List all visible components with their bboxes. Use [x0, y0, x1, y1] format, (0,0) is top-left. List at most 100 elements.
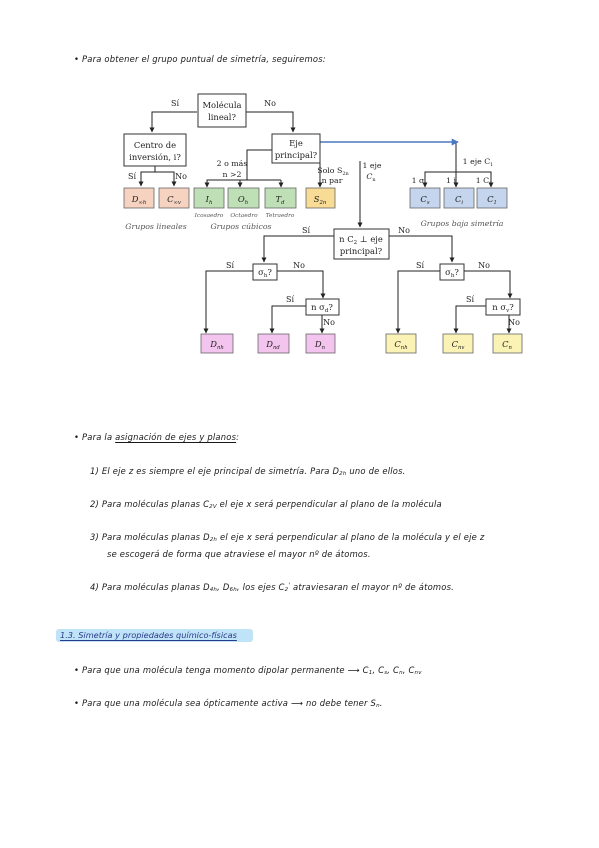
- r-cnv: C: [452, 339, 459, 349]
- r-dinfh: D: [131, 194, 139, 204]
- lbl-solo-sub: 2n: [342, 171, 349, 177]
- intro-line: • Para obtener el grupo puntual de simet…: [74, 54, 326, 64]
- lbl-si-nsd: Sí: [286, 295, 294, 304]
- r-s2n: S: [314, 194, 320, 204]
- q-sh-left: σ: [258, 267, 264, 277]
- axes-heading-tail: :: [236, 432, 240, 442]
- result-dn-box: [305, 333, 336, 354]
- svg-text:Cnh: Cnh: [394, 339, 407, 351]
- q-sh-right-sub: h: [451, 273, 455, 279]
- svg-text:Cnv: Cnv: [452, 339, 465, 351]
- result-oh-box: [227, 187, 260, 209]
- q-c2-sub: 2: [354, 240, 358, 246]
- svg-text:σh?: σh?: [445, 267, 459, 279]
- r-cinfv: C: [167, 194, 174, 204]
- r-s2n-sub: 2n: [318, 200, 326, 206]
- r-dnd: D: [265, 339, 273, 349]
- r-cnh: C: [394, 339, 401, 349]
- lbl-npar: n par: [322, 176, 343, 185]
- svg-text:C∞v: C∞v: [167, 194, 181, 206]
- section-highlight: [56, 629, 253, 642]
- lbl-1eje-sub: n: [372, 177, 376, 183]
- lbl-1eje: 1 eje: [362, 161, 381, 170]
- result-dnd-box: [257, 333, 290, 354]
- r-cn-sub: n: [509, 345, 513, 351]
- result-ih-box: [193, 187, 225, 209]
- r-td-sub: d: [281, 200, 285, 206]
- r-td: T: [276, 194, 283, 204]
- svg-text:Solo S2n: Solo S2n: [317, 166, 349, 177]
- dipole-line: • Para que una molécula tenga momento di…: [74, 665, 422, 676]
- svg-text:Dn: Dn: [314, 339, 326, 351]
- svg-text:n C2 ⊥ eje: n C2 ⊥ eje: [339, 234, 383, 246]
- question-nsigma-v-box: [485, 298, 521, 316]
- svg-text:Ci: Ci: [455, 194, 463, 206]
- result-s2n-box: [305, 187, 336, 209]
- lbl-no-shl: No: [293, 261, 305, 270]
- r-ih-sub: h: [209, 200, 212, 206]
- r-cnv-sub: nv: [458, 345, 464, 351]
- lbl-no-inversion: No: [175, 172, 187, 181]
- svg-text:Cn: Cn: [502, 339, 512, 351]
- r-ci: C: [455, 194, 462, 204]
- q-inversion-line1: Centro de: [134, 140, 176, 150]
- cap-lineales: Grupos lineales: [125, 222, 187, 231]
- q-c2-b: ⊥ eje: [357, 234, 383, 244]
- q-sh-left-q: ?: [267, 267, 272, 277]
- result-ci-box: [443, 187, 475, 209]
- q-nsd: n σ: [311, 302, 325, 312]
- r-ih: I: [205, 194, 210, 204]
- lbl-si-nsv: Sí: [466, 295, 474, 304]
- svg-text:Dnh: Dnh: [209, 339, 224, 351]
- r-cs: C: [420, 194, 427, 204]
- lbl-1ejec1-sub: 1: [490, 162, 493, 168]
- cap-octaedro: Octaedro: [230, 213, 258, 219]
- result-td-box: [264, 187, 297, 209]
- q-linear-line2: lineal?: [208, 112, 236, 122]
- axes-heading-underlined: asignación de ejes y planos: [115, 432, 237, 442]
- svg-text:S2n: S2n: [314, 194, 327, 206]
- lbl-1c1: 1 C: [476, 176, 489, 185]
- lbl-si-c2: Sí: [302, 226, 310, 235]
- q-sh-left-sub: h: [264, 273, 268, 279]
- svg-text:1 eje C1: 1 eje C1: [463, 157, 494, 168]
- svg-text:Ih: Ih: [205, 194, 213, 206]
- lbl-si-linear: Sí: [171, 99, 179, 108]
- question-sigma-h-right-box: [439, 263, 465, 281]
- question-linear-box: [197, 93, 247, 128]
- cap-baja: Grupos baja simetría: [421, 219, 504, 228]
- svg-text:σh?: σh?: [258, 267, 272, 279]
- result-cn-box: [492, 333, 523, 354]
- r-cinfv-sub: ∞v: [174, 200, 181, 206]
- lbl-no-nsv: No: [508, 318, 520, 327]
- cap-cubicos: Grupos cúbicos: [210, 222, 271, 231]
- r-ci-sub: i: [461, 200, 463, 206]
- cap-icosaedro: Icosaedro: [194, 213, 224, 219]
- r-c1-sub: 1: [494, 200, 497, 206]
- question-nsigma-d-box: [305, 298, 340, 316]
- q-sh-right: σ: [445, 267, 451, 277]
- cap-tetraedro: Tetraedro: [266, 213, 295, 219]
- r-oh: O: [238, 194, 245, 204]
- result-cinfv-box: [158, 187, 190, 209]
- q-nsd-sub: d: [325, 308, 329, 314]
- rule-4: 4) Para moléculas planas D4h, D6h, los e…: [90, 582, 455, 593]
- axes-heading: • Para la asignación de ejes y planos:: [74, 432, 239, 442]
- r-cnh-sub: nh: [401, 345, 408, 351]
- question-axis-box: [271, 133, 321, 164]
- rule-3-continued: se escogerá de forma que atraviese el ma…: [107, 549, 371, 559]
- r-dnh: D: [209, 339, 217, 349]
- result-cnv-box: [442, 333, 474, 354]
- lbl-si-shr: Sí: [416, 261, 424, 270]
- section-title: 1.3. Simetría y propiedades químico-físi…: [60, 630, 237, 640]
- r-c1: C: [487, 194, 494, 204]
- rule-1: 1) El eje z es siempre el eje principal …: [90, 466, 406, 477]
- r-dinfh-sub: ∞h: [138, 200, 146, 206]
- svg-text:Cn: Cn: [366, 172, 376, 183]
- svg-text:Oh: Oh: [238, 194, 248, 206]
- lbl-si-inversion: Sí: [128, 172, 136, 181]
- lbl-1ejec1: 1 eje C: [463, 157, 491, 166]
- lbl-2omas-1: 2 o más: [217, 159, 248, 168]
- r-cn: C: [502, 339, 509, 349]
- lbl-no-shr: No: [478, 261, 490, 270]
